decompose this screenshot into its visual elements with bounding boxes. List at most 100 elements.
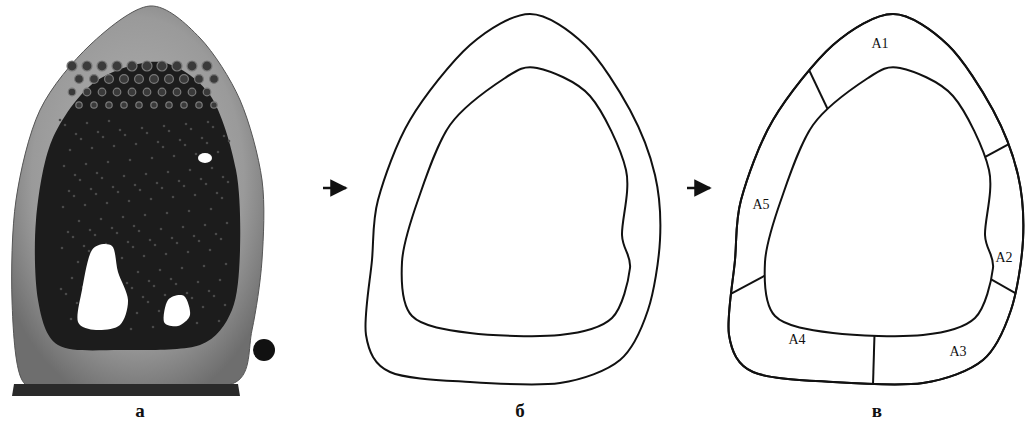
trabecula [86, 122, 89, 125]
pore [105, 75, 114, 84]
trabecula [111, 227, 114, 230]
trabecula [172, 196, 175, 199]
pore [75, 75, 84, 84]
trabecula [100, 218, 103, 221]
trabecula [225, 263, 228, 266]
trabecula [71, 277, 74, 280]
trabecula [221, 197, 224, 200]
trabecula [157, 141, 160, 144]
trabecula [112, 186, 115, 189]
trabecula [158, 310, 161, 313]
trabecula [62, 206, 65, 209]
trabecula [122, 216, 125, 219]
pore [136, 102, 142, 108]
trabecula [205, 183, 208, 186]
trabecula [135, 143, 138, 146]
trabecula [175, 283, 178, 286]
trabecula [123, 175, 126, 178]
trabecula [126, 282, 129, 285]
pore [142, 61, 152, 71]
trabecula [116, 232, 119, 235]
trabecula [228, 140, 231, 143]
trabecula [149, 239, 152, 242]
trabecula [208, 290, 211, 293]
void [77, 244, 128, 330]
trabecula [160, 228, 163, 231]
trabecula [226, 222, 229, 225]
trabecula [166, 212, 169, 215]
trabecula [186, 292, 189, 295]
pore [158, 88, 166, 96]
trabecula [151, 157, 154, 160]
trabecula [196, 322, 199, 325]
trabecula [143, 255, 146, 258]
trabecula [184, 144, 187, 147]
trabecula [142, 296, 145, 299]
trabecula [94, 234, 97, 237]
trabecula [154, 244, 157, 247]
pore [188, 88, 196, 96]
trabecula [141, 127, 144, 130]
trabecula [108, 120, 111, 123]
trabecula [220, 238, 223, 241]
trabecula [212, 126, 215, 129]
panel-letter: в [872, 401, 882, 420]
trabecula [77, 261, 80, 264]
trabecula [193, 235, 196, 238]
trabecula [84, 204, 87, 207]
pore [202, 61, 212, 71]
trabecula [73, 195, 76, 198]
trabecula [131, 287, 134, 290]
trabecula [75, 133, 78, 136]
trabecula [213, 295, 216, 298]
void [198, 153, 212, 163]
trabecula [218, 320, 221, 323]
trabecula [127, 241, 130, 244]
trabecula [70, 318, 73, 321]
trabecula [90, 188, 93, 191]
trabecula [185, 123, 188, 126]
pore [112, 61, 122, 71]
trabecula [183, 185, 186, 188]
sector-label: A2 [995, 251, 1012, 265]
trabecula [182, 226, 185, 229]
trabecula [95, 193, 98, 196]
trabecula [124, 134, 127, 137]
trabecula [117, 191, 120, 194]
trabecula [223, 135, 226, 138]
pore [143, 88, 151, 96]
pore [82, 61, 92, 71]
trabecula [198, 240, 201, 243]
trabecula [206, 142, 209, 145]
pore [68, 88, 76, 96]
trabecula [80, 138, 83, 141]
pore [127, 61, 137, 71]
trabecula [217, 151, 220, 154]
trabecula [194, 194, 197, 197]
trabecula [202, 306, 205, 309]
trabecula [97, 131, 100, 134]
trabecula [190, 128, 193, 131]
base-band [12, 384, 240, 396]
pore [113, 88, 121, 96]
trabecula [83, 245, 86, 248]
trabecula [61, 247, 64, 250]
trabecula [133, 225, 136, 228]
pore [180, 75, 189, 84]
trabecula [165, 253, 168, 256]
sector-label: A4 [788, 333, 805, 347]
pore [98, 88, 106, 96]
pore [211, 102, 217, 108]
trabecula [101, 177, 104, 180]
trabecula [209, 249, 212, 252]
trabecula [68, 190, 71, 193]
trabecula [167, 171, 170, 174]
trabecula [147, 301, 150, 304]
inner-contour [402, 67, 630, 336]
trabecula [159, 269, 162, 272]
sector-label: A5 [752, 198, 769, 212]
trabecula [204, 224, 207, 227]
trabecula [144, 214, 147, 217]
trabecula [72, 236, 75, 239]
